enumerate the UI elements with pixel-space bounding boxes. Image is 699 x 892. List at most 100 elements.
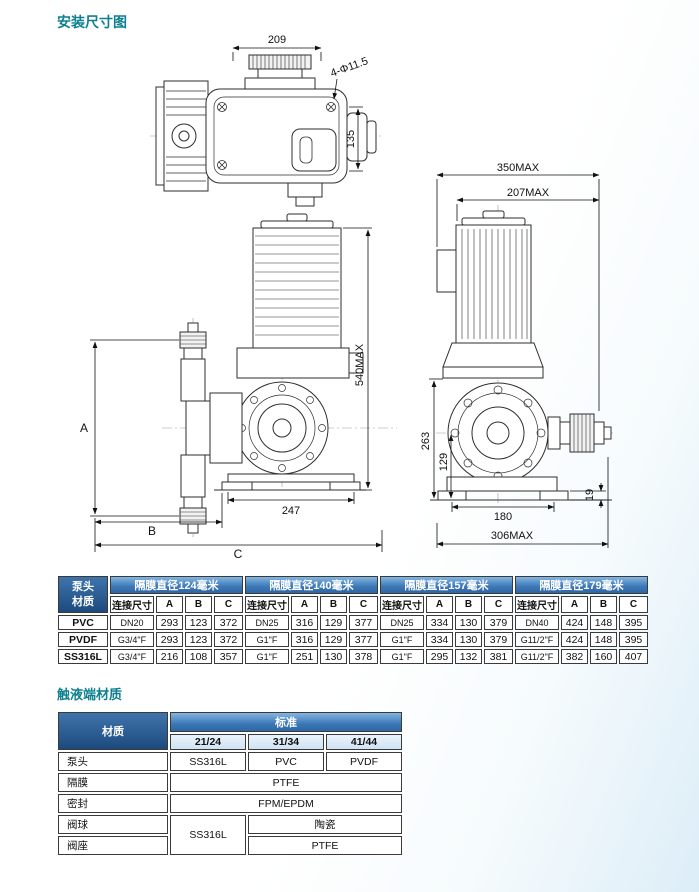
table-row: SS316L G3/4"F 216 108 357 G1"F 251 130 3… bbox=[58, 649, 648, 664]
dim-cell: 148 bbox=[590, 615, 617, 630]
dim-cell: 130 bbox=[455, 615, 482, 630]
dim-cell: G3/4"F bbox=[110, 632, 154, 647]
model-41-44: 41/44 bbox=[326, 734, 402, 750]
dim-cell: 129 bbox=[320, 615, 347, 630]
dim-129-label: 129 bbox=[438, 453, 450, 471]
dim-cell: 132 bbox=[455, 649, 482, 664]
dim-cell: 379 bbox=[484, 615, 513, 630]
dim-cell: 379 bbox=[484, 632, 513, 647]
side-view-dimensions bbox=[90, 227, 383, 552]
table-row: PVDF G3/4"F 293 123 372 G1"F 316 129 377… bbox=[58, 632, 648, 647]
installation-drawings: 209 4-Φ11.5 135 350MAX 207MAX 263 129 19… bbox=[80, 34, 616, 561]
model-31-34: 31/34 bbox=[248, 734, 324, 750]
corner-line1: 泵头 bbox=[72, 581, 94, 594]
subheader-a: A bbox=[561, 596, 588, 613]
dim-cell: G1"F bbox=[245, 649, 289, 664]
dim-cell: 424 bbox=[561, 632, 588, 647]
subheader-a: A bbox=[156, 596, 183, 613]
front-view-drawing bbox=[430, 210, 612, 501]
dim-holes-label: 4-Φ11.5 bbox=[329, 55, 370, 80]
subheader-c: C bbox=[619, 596, 648, 613]
dim-cell: 407 bbox=[619, 649, 648, 664]
subheader-b: B bbox=[320, 596, 347, 613]
dim-cell: G1"F bbox=[380, 632, 424, 647]
corner-line2: 材质 bbox=[72, 595, 94, 608]
table-row: 阀座 PTFE bbox=[58, 836, 402, 855]
seal-value: FPM/EPDM bbox=[170, 794, 402, 813]
dimension-table: 泵头 材质 隔膜直径124毫米 隔膜直径140毫米 隔膜直径157毫米 隔膜直径… bbox=[56, 574, 650, 666]
material-pvdf: PVDF bbox=[58, 632, 108, 647]
dim-cell: 357 bbox=[214, 649, 243, 664]
material-pvc: PVC bbox=[58, 615, 108, 630]
subheader-conn: 连接尺寸 bbox=[380, 596, 424, 613]
row-label-valve-seat: 阀座 bbox=[58, 836, 168, 855]
dim-cell: 378 bbox=[349, 649, 378, 664]
pump-head-41-44: PVDF bbox=[326, 752, 402, 771]
row-label-valve-ball: 阀球 bbox=[58, 815, 168, 834]
dim-cell: G1"F bbox=[245, 632, 289, 647]
dim-cell: 108 bbox=[185, 649, 212, 664]
dim-540-label: 540MAX bbox=[354, 343, 366, 386]
row-label-seal: 密封 bbox=[58, 794, 168, 813]
dim-263-label: 263 bbox=[420, 432, 432, 450]
dim-350-label: 350MAX bbox=[497, 162, 540, 174]
dim-cell: DN40 bbox=[515, 615, 559, 630]
dim-cell: 293 bbox=[156, 632, 183, 647]
dim-cell: 148 bbox=[590, 632, 617, 647]
dim-cell: 123 bbox=[185, 615, 212, 630]
table-row: 泵头 SS316L PVC PVDF bbox=[58, 752, 402, 771]
dim-cell: 372 bbox=[214, 615, 243, 630]
subheader-a: A bbox=[426, 596, 453, 613]
table-row: 阀球 SS316L 陶瓷 bbox=[58, 815, 402, 855]
valve-ball-seat-21-24: SS316L bbox=[170, 815, 246, 855]
dim-cell: 123 bbox=[185, 632, 212, 647]
dim-207-label: 207MAX bbox=[507, 187, 550, 199]
subheader-c: C bbox=[214, 596, 243, 613]
dim-B-label: B bbox=[148, 524, 156, 538]
dim-cell: G3/4"F bbox=[110, 649, 154, 664]
dim-cell: 395 bbox=[619, 632, 648, 647]
dim-cell: 295 bbox=[426, 649, 453, 664]
dim-cell: 381 bbox=[484, 649, 513, 664]
dim-cell: 129 bbox=[320, 632, 347, 647]
dim-cell: DN25 bbox=[380, 615, 424, 630]
dim-180-label: 180 bbox=[494, 511, 512, 523]
subheader-b: B bbox=[185, 596, 212, 613]
dim-cell: 130 bbox=[320, 649, 347, 664]
row-label-diaphragm: 隔膜 bbox=[58, 773, 168, 792]
dim-cell: 424 bbox=[561, 615, 588, 630]
dim-cell: 130 bbox=[455, 632, 482, 647]
dim-cell: G11/2"F bbox=[515, 649, 559, 664]
subheader-c: C bbox=[484, 596, 513, 613]
dim-cell: 216 bbox=[156, 649, 183, 664]
valve-seat-value: PTFE bbox=[248, 836, 402, 855]
subheader-conn: 连接尺寸 bbox=[515, 596, 559, 613]
dim-306-label: 306MAX bbox=[491, 530, 534, 542]
subheader-c: C bbox=[349, 596, 378, 613]
group-header-124: 隔膜直径124毫米 bbox=[110, 576, 243, 594]
standard-header: 标准 bbox=[170, 712, 402, 732]
page-title: 安装尺寸图 bbox=[57, 14, 127, 30]
dim-cell: 334 bbox=[426, 632, 453, 647]
table-row: 隔膜 PTFE bbox=[58, 773, 402, 792]
dim-cell: 377 bbox=[349, 632, 378, 647]
diaphragm-value: PTFE bbox=[170, 773, 402, 792]
top-view-dimensions bbox=[232, 45, 363, 172]
dim-209-label: 209 bbox=[268, 34, 286, 46]
dim-cell: 382 bbox=[561, 649, 588, 664]
dim-C-label: C bbox=[234, 547, 243, 561]
dim-cell: 293 bbox=[156, 615, 183, 630]
corner-header: 泵头 材质 bbox=[58, 576, 108, 613]
group-header-140: 隔膜直径140毫米 bbox=[245, 576, 378, 594]
dim-cell: G1"F bbox=[380, 649, 424, 664]
subheader-a: A bbox=[291, 596, 318, 613]
table-row: 密封 FPM/EPDM bbox=[58, 794, 402, 813]
dim-cell: 377 bbox=[349, 615, 378, 630]
wetted-materials-table: 材质 标准 21/24 31/34 41/44 泵头 SS316L PVC PV… bbox=[56, 710, 404, 857]
top-view-drawing bbox=[155, 54, 377, 207]
dim-cell: 316 bbox=[291, 615, 318, 630]
dim-135-label: 135 bbox=[345, 130, 357, 148]
dim-cell: 395 bbox=[619, 615, 648, 630]
section-title-wetted-materials: 触液端材质 bbox=[57, 687, 123, 702]
